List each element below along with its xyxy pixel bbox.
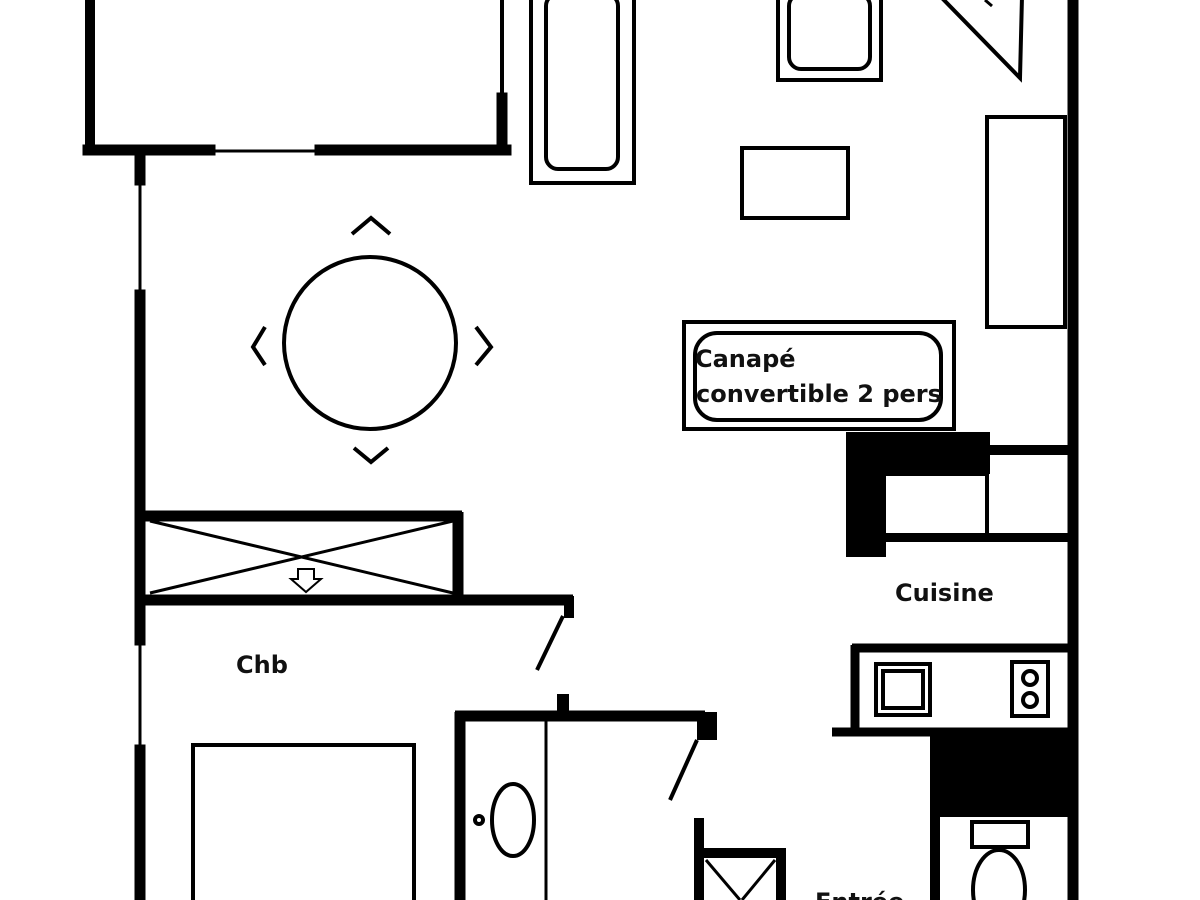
bed — [191, 743, 416, 900]
kitchen-counter — [832, 643, 1073, 737]
entrance-closet — [694, 818, 786, 900]
toilet-bowl — [971, 848, 1027, 900]
bedroom-door — [535, 615, 565, 671]
chair-top — [350, 215, 392, 236]
down-arrow-icon — [288, 568, 324, 594]
entrance-label: Entrée — [815, 888, 904, 900]
sofa-bed — [682, 320, 956, 431]
oval-sink-icon — [490, 782, 536, 858]
sofa-label-line2: convertible 2 pers — [696, 380, 942, 408]
bathroom-walls — [454, 694, 717, 900]
chair-left — [250, 325, 267, 367]
kitchen-sink — [874, 662, 932, 717]
chair-right — [474, 325, 494, 367]
kitchen-label: Cuisine — [895, 579, 994, 607]
wall-cabinet — [985, 115, 1067, 329]
kitchen-cabinets — [886, 455, 989, 535]
wardrobe — [140, 510, 574, 618]
bathroom-sink — [473, 782, 536, 858]
bedroom-label: Chb — [236, 651, 288, 679]
washbasin — [776, 0, 883, 82]
bathtub — [529, 0, 636, 185]
small-table — [740, 146, 850, 220]
round-table — [282, 255, 458, 431]
toilet — [970, 820, 1030, 900]
walls — [82, 0, 1079, 900]
kitchen-walls — [846, 432, 1073, 557]
corner-fixture — [941, 0, 1024, 83]
bathroom-door — [668, 739, 699, 801]
cooktop — [1010, 660, 1050, 718]
sofa-label-line1: Canapé — [695, 345, 796, 373]
sink-icon — [874, 662, 932, 717]
chair-bottom — [352, 446, 390, 465]
cooktop-icon — [1010, 660, 1050, 718]
technical-duct — [930, 735, 1070, 817]
dining-table — [250, 215, 494, 465]
toilet-tank — [970, 820, 1030, 849]
